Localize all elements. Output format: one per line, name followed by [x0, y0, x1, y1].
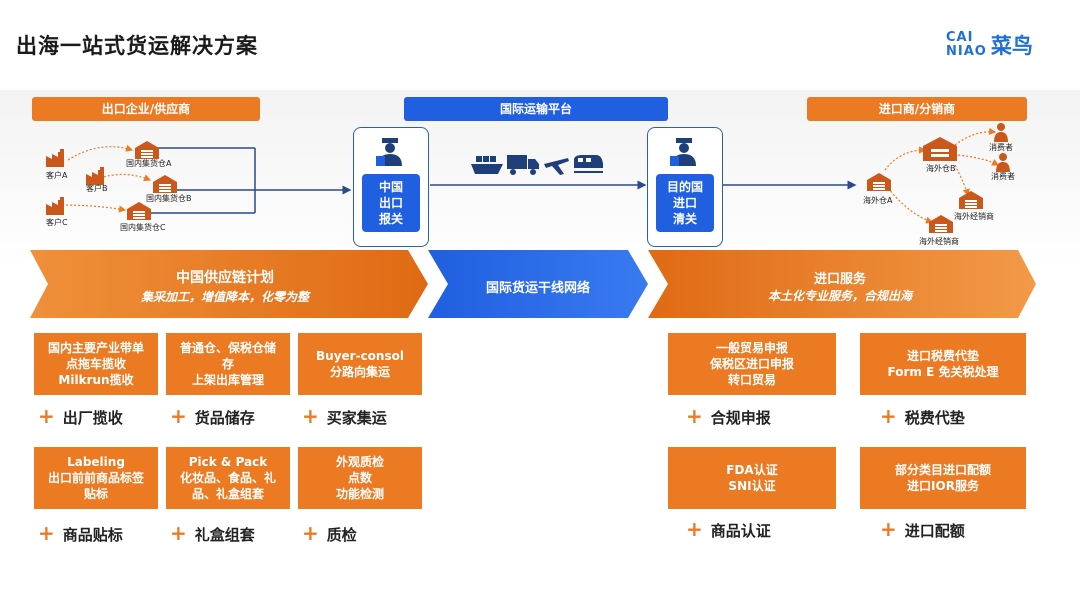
truck-icon [507, 155, 539, 175]
right-banner-subtitle: 本土化专业服务，合规出海 [767, 289, 912, 303]
warehouse-icon [959, 191, 983, 209]
plus-label-giftbox: +礼盒组套 [170, 521, 255, 545]
plane-icon [544, 158, 569, 175]
train-icon [574, 155, 603, 173]
export-customs-box: 中国出口报关 [353, 127, 429, 247]
plus-label-qc: +质检 [302, 521, 357, 545]
customs-officer-icon [670, 138, 696, 166]
factory-icon [46, 149, 64, 167]
warehouse-icon [127, 202, 151, 220]
warehouse-c-label: 国内集货仓C [120, 223, 166, 232]
plus-label-pickup: +出厂揽收 [38, 404, 123, 428]
warehouse-icon [923, 137, 957, 161]
person-icon [996, 153, 1010, 172]
warehouse-a-label: 国内集货仓A [126, 159, 172, 168]
right-banner-title: 进口服务 [813, 272, 866, 287]
factory-icon [86, 167, 104, 185]
service-box-declaration: 一般贸易申报保税区进口申报转口贸易 [668, 333, 836, 395]
customer-a-label: 客户A [46, 171, 68, 180]
left-banner-title: 中国供应链计划 [176, 270, 274, 286]
service-box-qc: 外观质检点数功能检测 [298, 447, 422, 509]
customs-officer-icon [376, 138, 402, 166]
plus-label-labeling: +商品贴标 [38, 521, 123, 545]
middle-banner-title: 国际货运干线网络 [485, 281, 590, 296]
plus-label-tax: +税费代垫 [880, 404, 965, 428]
plus-label-quota: +进口配额 [880, 517, 965, 541]
import-customs-box: 目的国进口清关 [647, 127, 723, 247]
overseas-b-label: 海外仓B [926, 164, 956, 173]
distributor-2-label: 海外经销商 [919, 237, 959, 246]
person-icon [994, 123, 1008, 142]
logo-chinese: 菜鸟 [990, 34, 1033, 58]
plus-label-consol: +买家集运 [302, 404, 387, 428]
service-box-quota: 部分类目进口配额进口IOR服务 [860, 447, 1026, 509]
warehouse-b-label: 国内集货仓B [146, 194, 192, 203]
plus-label-certification: +商品认证 [686, 517, 771, 541]
plus-label-declaration: +合规申报 [686, 404, 771, 428]
warehouse-icon [135, 141, 159, 159]
export-header: 出口企业/供应商 [32, 97, 260, 121]
page-title: 出海一站式货运解决方案 [16, 34, 258, 58]
plus-label-storage: +货品储存 [170, 404, 255, 428]
platform-header: 国际运输平台 [404, 97, 668, 121]
consumer-1-label: 消费者 [989, 143, 1013, 152]
ship-icon [471, 156, 503, 174]
distributor-1-label: 海外经销商 [954, 212, 994, 221]
customer-b-label: 客户B [86, 184, 108, 193]
import-header: 进口商/分销商 [807, 97, 1027, 121]
warehouse-icon [867, 173, 891, 191]
import-customs-label: 目的国进口清关 [656, 174, 714, 232]
service-box-storage: 普通仓、保税仓储存上架出库管理 [166, 333, 290, 395]
warehouse-icon [153, 175, 177, 193]
left-banner-subtitle: 集采加工，增值降本，化零为整 [140, 290, 309, 304]
banner-arrows [30, 250, 1036, 318]
factory-icon [46, 197, 64, 215]
export-customs-label: 中国出口报关 [362, 174, 420, 232]
overseas-a-label: 海外仓A [863, 196, 893, 205]
customer-c-label: 客户C [46, 218, 68, 227]
warehouse-icon [929, 215, 953, 233]
consumer-2-label: 消费者 [991, 172, 1015, 181]
